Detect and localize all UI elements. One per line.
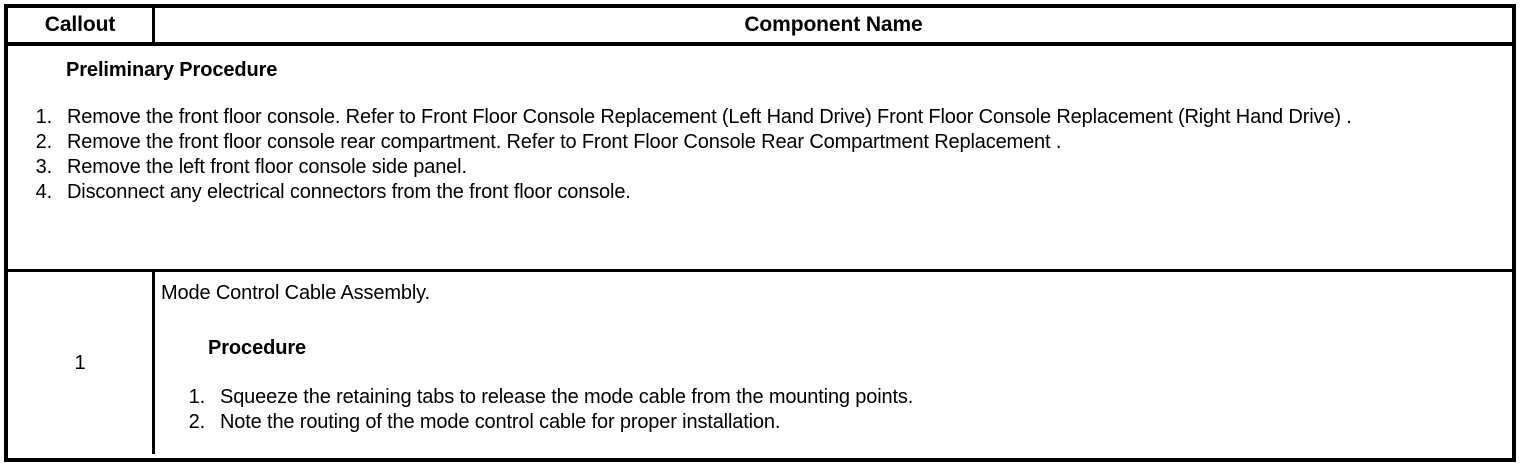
table-row: 1 Mode Control Cable Assembly. Procedure…	[8, 272, 1512, 454]
list-item: 2. Remove the front floor console rear c…	[8, 130, 1504, 155]
list-item-marker: 1.	[188, 386, 206, 408]
list-item: 1. Remove the front floor console. Refer…	[8, 105, 1504, 130]
list-item: 1. Squeeze the retaining tabs to release…	[161, 385, 1504, 410]
preliminary-procedure-list: 1. Remove the front floor console. Refer…	[8, 105, 1504, 205]
list-item-text: Squeeze the retaining tabs to release th…	[220, 386, 914, 408]
list-item: 4. Disconnect any electrical connectors …	[8, 180, 1504, 205]
component-title: Mode Control Cable Assembly.	[161, 282, 430, 304]
column-header-component-name-label: Component Name	[744, 13, 923, 36]
list-item-marker: 3.	[35, 156, 53, 178]
list-item-text: Remove the front floor console. Refer to…	[67, 106, 1352, 128]
callout-cell: 1	[8, 272, 155, 454]
service-procedure-table: Callout Component Name Preliminary Proce…	[4, 4, 1516, 462]
table-header-row: Callout Component Name	[8, 8, 1512, 46]
callout-number: 1	[74, 352, 86, 374]
list-item-marker: 2.	[35, 131, 53, 153]
component-cell: Mode Control Cable Assembly. Procedure 1…	[155, 272, 1512, 454]
list-item: 2. Note the routing of the mode control …	[161, 410, 1504, 435]
list-item-marker: 4.	[35, 181, 53, 203]
list-item-text: Remove the front floor console rear comp…	[67, 131, 1062, 153]
preliminary-procedure-row: Preliminary Procedure 1. Remove the fron…	[8, 46, 1512, 272]
procedure-heading: Procedure	[208, 337, 307, 359]
list-item: 3. Remove the left front floor console s…	[8, 155, 1504, 180]
list-item-text: Remove the left front floor console side…	[67, 156, 467, 178]
list-item-marker: 1.	[35, 106, 53, 128]
list-item-marker: 2.	[188, 411, 206, 433]
procedure-list: 1. Squeeze the retaining tabs to release…	[161, 385, 1504, 435]
column-header-callout-label: Callout	[44, 13, 116, 36]
column-header-callout: Callout	[8, 8, 155, 42]
list-item-text: Disconnect any electrical connectors fro…	[67, 181, 631, 203]
preliminary-procedure-heading: Preliminary Procedure	[66, 59, 278, 81]
list-item-text: Note the routing of the mode control cab…	[220, 411, 781, 433]
column-header-component-name: Component Name	[155, 8, 1512, 42]
